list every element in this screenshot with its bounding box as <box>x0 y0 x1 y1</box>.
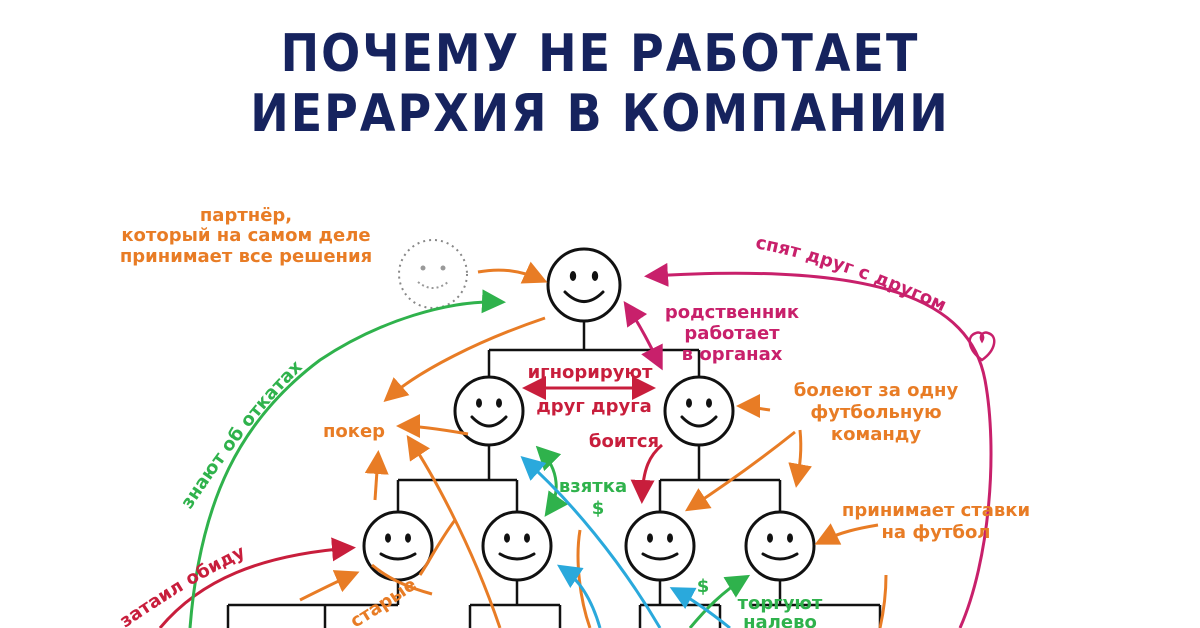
label-bets-1: принимает ставки <box>842 500 1030 521</box>
crimson-arrows <box>158 376 663 628</box>
heart-icon <box>968 331 996 362</box>
org-tree-lines <box>226 322 882 628</box>
smiley-face-icon <box>481 510 553 582</box>
label-football-1: болеют за одну <box>794 380 959 401</box>
smiley-face-icon <box>362 510 434 582</box>
label-kickbacks: знают об откатах <box>177 356 307 512</box>
label-football-3: команду <box>831 424 921 445</box>
title-line-1: ПОЧЕМУ НЕ РАБОТАЕТ <box>280 22 920 84</box>
magenta-arrows <box>623 262 993 628</box>
smiley-face-icon <box>624 510 696 582</box>
smiley-face-icon <box>546 247 622 323</box>
smiley-face-icon <box>663 375 735 447</box>
label-dollar-1: $ <box>592 498 605 519</box>
label-dollar-2: $ <box>697 576 710 597</box>
label-ignore-1: игнорируют <box>528 362 653 383</box>
orange-arrows <box>299 261 888 628</box>
label-relative-3: в органах <box>682 344 783 365</box>
label-football-2: футбольную <box>810 402 941 423</box>
label-relative-1: родственник <box>665 302 799 323</box>
label-fears: боится <box>589 431 659 452</box>
label-relative-2: работает <box>684 323 780 344</box>
smiley-face-icon <box>453 375 525 447</box>
label-partner-3: принимает все решения <box>120 246 372 267</box>
label-partner-2: который на самом деле <box>121 225 370 246</box>
cyan-arrows <box>520 456 731 628</box>
smiley-face-icon <box>744 510 816 582</box>
label-poker: покер <box>323 421 385 442</box>
green-arrows <box>188 289 751 628</box>
label-old-friends: старые <box>347 574 421 628</box>
label-partner-1: партнёр, <box>200 205 292 226</box>
label-bribe: взятка <box>559 476 627 497</box>
label-trade-1: торгуют <box>738 593 823 614</box>
label-bets-2: на футбол <box>882 522 991 543</box>
dotted-smiley-icon <box>398 239 468 309</box>
label-trade-2: налево <box>743 612 817 628</box>
label-ignore-2: друг друга <box>536 396 652 417</box>
title-line-2: ИЕРАРХИЯ В КОМПАНИИ <box>250 82 950 144</box>
